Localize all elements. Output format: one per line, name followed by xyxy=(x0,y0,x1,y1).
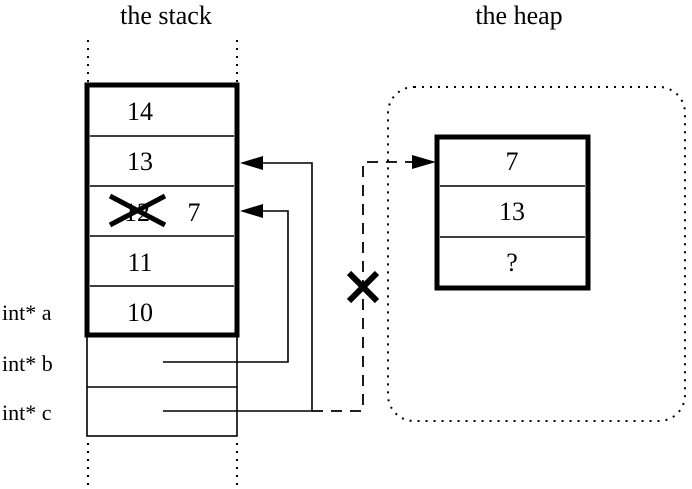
pointer-label-b: int* b xyxy=(2,351,53,376)
stack-cell-value: 10 xyxy=(127,298,153,327)
heap-cell-value: 13 xyxy=(499,197,525,226)
stack-cell-value: 11 xyxy=(127,248,152,277)
heap-title: the heap xyxy=(475,1,562,30)
pointer-label-a: int* a xyxy=(2,300,52,325)
invalid-x-icon xyxy=(346,270,380,304)
dangling-pointer-dashed-arrow xyxy=(312,155,436,412)
pointer-label-c: int* c xyxy=(2,400,52,425)
heap-cell-value: 7 xyxy=(506,147,519,176)
pointer-arrow-b xyxy=(163,204,289,363)
crossout-x-icon xyxy=(108,193,167,228)
stack-cell-value: 14 xyxy=(127,97,153,126)
heap-object-frame xyxy=(434,134,591,291)
stack-cell-value: 13 xyxy=(127,147,153,176)
dangling-pointer-arrowhead xyxy=(412,155,436,169)
stack-title: the stack xyxy=(120,1,212,30)
heap-cell-value: ? xyxy=(506,248,518,277)
pointer-arrow-c xyxy=(163,156,313,412)
replacement-value: 7 xyxy=(188,198,201,227)
stack-frame xyxy=(84,82,240,338)
pointer-arrow-c-head xyxy=(240,156,263,170)
locals-frame xyxy=(86,334,238,437)
pointer-arrow-b-head xyxy=(240,204,263,218)
